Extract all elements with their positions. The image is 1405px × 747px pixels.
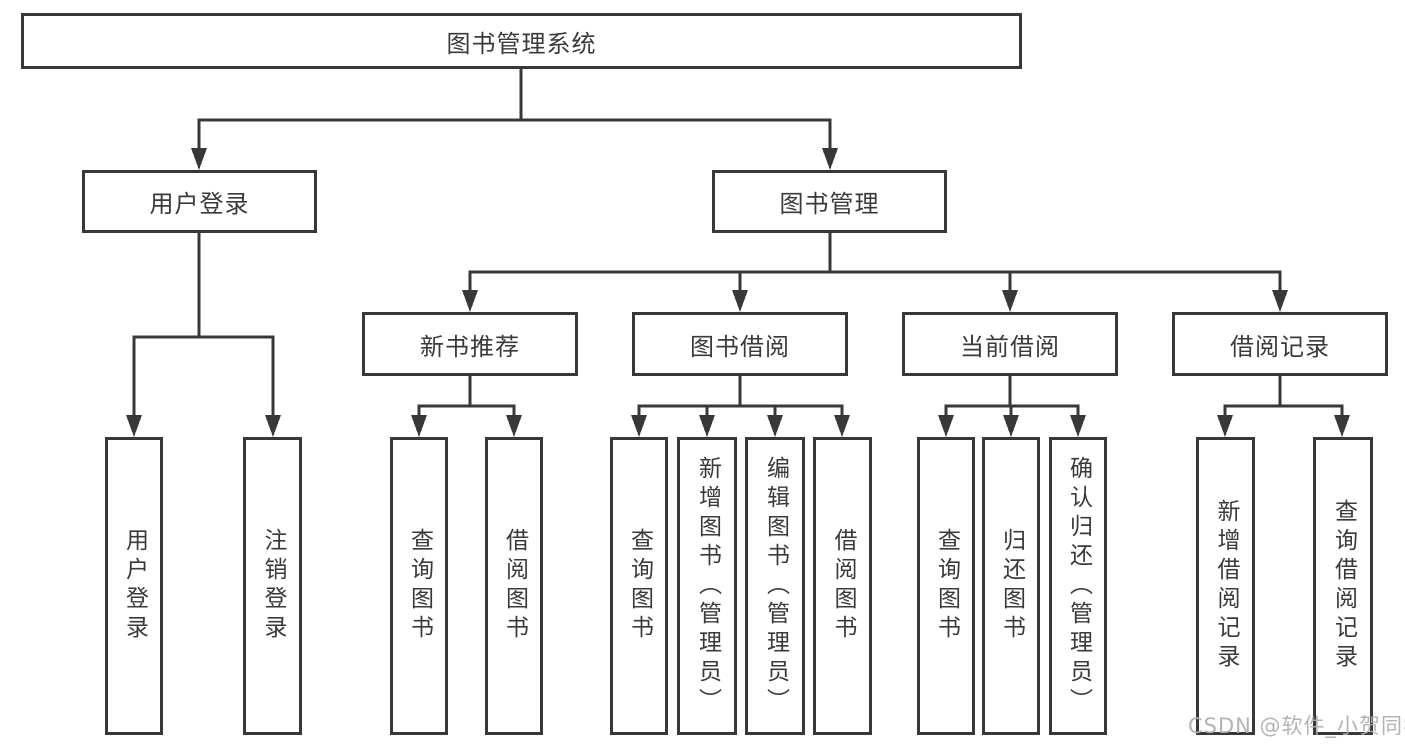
leaf-query-borrow-record: 查询借阅记录 bbox=[1313, 437, 1373, 735]
arrow-down-icon bbox=[732, 290, 748, 312]
arrow-down-icon bbox=[1217, 415, 1233, 437]
connector-book-management-sections bbox=[462, 231, 1288, 312]
leaf-query-book-borrow-label: 查询图书 bbox=[626, 528, 653, 644]
leaf-borrow-book: 借阅图书 bbox=[813, 437, 872, 735]
leaf-query-book-recommend: 查询图书 bbox=[390, 437, 448, 735]
arrow-down-icon bbox=[699, 415, 715, 437]
leaf-return-book: 归还图书 bbox=[982, 437, 1040, 735]
arrow-down-icon bbox=[767, 415, 783, 437]
leaf-edit-book-admin: 编辑图书（管理员） bbox=[745, 437, 805, 735]
leaf-edit-book-admin-label: 编辑图书（管理员） bbox=[762, 455, 789, 717]
leaf-user-login-label: 用户登录 bbox=[121, 528, 148, 644]
arrow-down-icon bbox=[191, 148, 207, 170]
leaf-return-book-label: 归还图书 bbox=[998, 528, 1025, 644]
node-user-login: 用户登录 bbox=[82, 170, 317, 233]
node-new-book-recommendation: 新书推荐 bbox=[362, 312, 578, 376]
node-root-label: 图书管理系统 bbox=[446, 29, 597, 58]
arrow-down-icon bbox=[631, 415, 647, 437]
leaf-confirm-return-admin: 确认归还（管理员） bbox=[1049, 437, 1107, 735]
leaf-query-book-borrow: 查询图书 bbox=[610, 437, 668, 735]
node-root: 图书管理系统 bbox=[21, 13, 1022, 69]
leaf-confirm-return-admin-label: 确认归还（管理员） bbox=[1065, 455, 1092, 717]
connector-new-book-children bbox=[411, 374, 522, 437]
arrow-down-icon bbox=[938, 415, 954, 437]
node-new-book-recommendation-label: 新书推荐 bbox=[420, 332, 520, 361]
arrow-down-icon bbox=[506, 415, 522, 437]
leaf-query-book-current: 查询图书 bbox=[917, 437, 975, 735]
leaf-query-borrow-record-label: 查询借阅记录 bbox=[1330, 499, 1357, 673]
arrow-down-icon bbox=[834, 415, 850, 437]
leaf-add-book-admin-label: 新增图书（管理员） bbox=[694, 455, 721, 717]
leaf-borrow-book-label: 借阅图书 bbox=[830, 528, 856, 644]
node-current-borrowing: 当前借阅 bbox=[902, 312, 1118, 376]
arrow-down-icon bbox=[462, 290, 478, 312]
arrow-down-icon bbox=[126, 415, 142, 437]
connector-user-login-children bbox=[126, 231, 281, 437]
connector-current-borrow-children bbox=[938, 374, 1086, 437]
watermark: CSDN @软件_小贺同学 bbox=[1188, 714, 1405, 738]
node-current-borrowing-label: 当前借阅 bbox=[960, 332, 1060, 361]
arrow-down-icon bbox=[1003, 415, 1019, 437]
node-book-management: 图书管理 bbox=[712, 170, 947, 233]
leaf-logout-label: 注销登录 bbox=[260, 528, 286, 644]
leaf-query-book-recommend-label: 查询图书 bbox=[406, 528, 433, 644]
leaf-add-borrow-record-label: 新增借阅记录 bbox=[1213, 499, 1239, 673]
leaf-add-borrow-record: 新增借阅记录 bbox=[1196, 437, 1255, 735]
arrow-down-icon bbox=[1334, 415, 1350, 437]
leaf-add-book-admin: 新增图书（管理员） bbox=[677, 437, 737, 735]
leaf-user-login: 用户登录 bbox=[105, 437, 163, 735]
arrow-down-icon bbox=[411, 415, 427, 437]
arrow-down-icon bbox=[1002, 290, 1018, 312]
arrow-down-icon bbox=[265, 415, 281, 437]
connector-book-borrow-children bbox=[631, 374, 850, 437]
arrow-down-icon bbox=[1272, 290, 1288, 312]
node-book-borrowing: 图书借阅 bbox=[632, 312, 848, 376]
node-book-borrowing-label: 图书借阅 bbox=[690, 332, 790, 361]
leaf-logout: 注销登录 bbox=[243, 437, 302, 735]
node-book-management-label: 图书管理 bbox=[779, 190, 880, 218]
node-borrowing-records-label: 借阅记录 bbox=[1230, 332, 1330, 361]
arrow-down-icon bbox=[1070, 415, 1086, 437]
node-user-login-label: 用户登录 bbox=[149, 190, 250, 218]
connector-records-children bbox=[1217, 374, 1350, 437]
leaf-borrow-book-recommend-label: 借阅图书 bbox=[501, 528, 528, 644]
leaf-query-book-current-label: 查询图书 bbox=[933, 528, 960, 644]
leaf-borrow-book-recommend: 借阅图书 bbox=[485, 437, 543, 735]
connector-root-to-level2 bbox=[191, 67, 838, 170]
node-borrowing-records: 借阅记录 bbox=[1172, 312, 1388, 376]
arrow-down-icon bbox=[822, 148, 838, 170]
